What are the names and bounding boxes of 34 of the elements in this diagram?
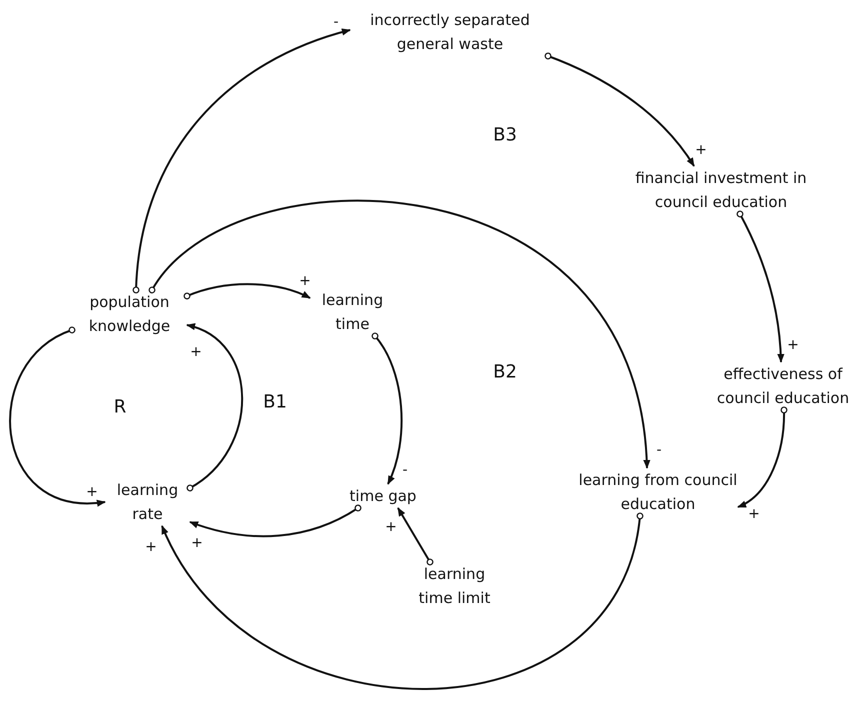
variable-label: learning time [310, 288, 395, 336]
arrow [736, 210, 784, 363]
polarity-sign: + [191, 536, 203, 550]
loop-label: B1 [263, 392, 287, 412]
arrow [397, 507, 434, 566]
arrow [148, 200, 650, 469]
arrow [161, 512, 644, 690]
loop-label: R [114, 396, 126, 418]
polarity-sign: + [190, 345, 202, 359]
polarity-sign: + [385, 520, 397, 534]
arrow [186, 324, 244, 492]
variable-label: effectiveness of council education [700, 362, 866, 410]
variable-label: learning time limit [412, 562, 497, 610]
variable-label: financial investment in council education [632, 166, 810, 214]
polarity-sign: + [86, 485, 98, 499]
arrow [184, 283, 311, 300]
arrow [189, 504, 362, 538]
variable-label: learning from council education [578, 468, 738, 516]
polarity-sign: + [145, 540, 157, 554]
polarity-sign: + [787, 338, 799, 352]
polarity-sign: + [748, 507, 760, 521]
polarity-sign: + [299, 274, 311, 288]
loop-label: B3 [493, 124, 517, 146]
arrow [737, 406, 788, 508]
arrow [132, 28, 351, 294]
variable-label: time gap [338, 484, 428, 508]
variable-label: population knowledge [72, 290, 187, 338]
arrow [544, 52, 695, 167]
arrow [9, 326, 106, 506]
variable-label: incorrectly separated general waste [350, 8, 550, 56]
polarity-sign: + [695, 143, 707, 157]
variable-label: learning rate [105, 478, 190, 526]
loop-label: B2 [493, 362, 517, 382]
arrow [372, 332, 403, 485]
